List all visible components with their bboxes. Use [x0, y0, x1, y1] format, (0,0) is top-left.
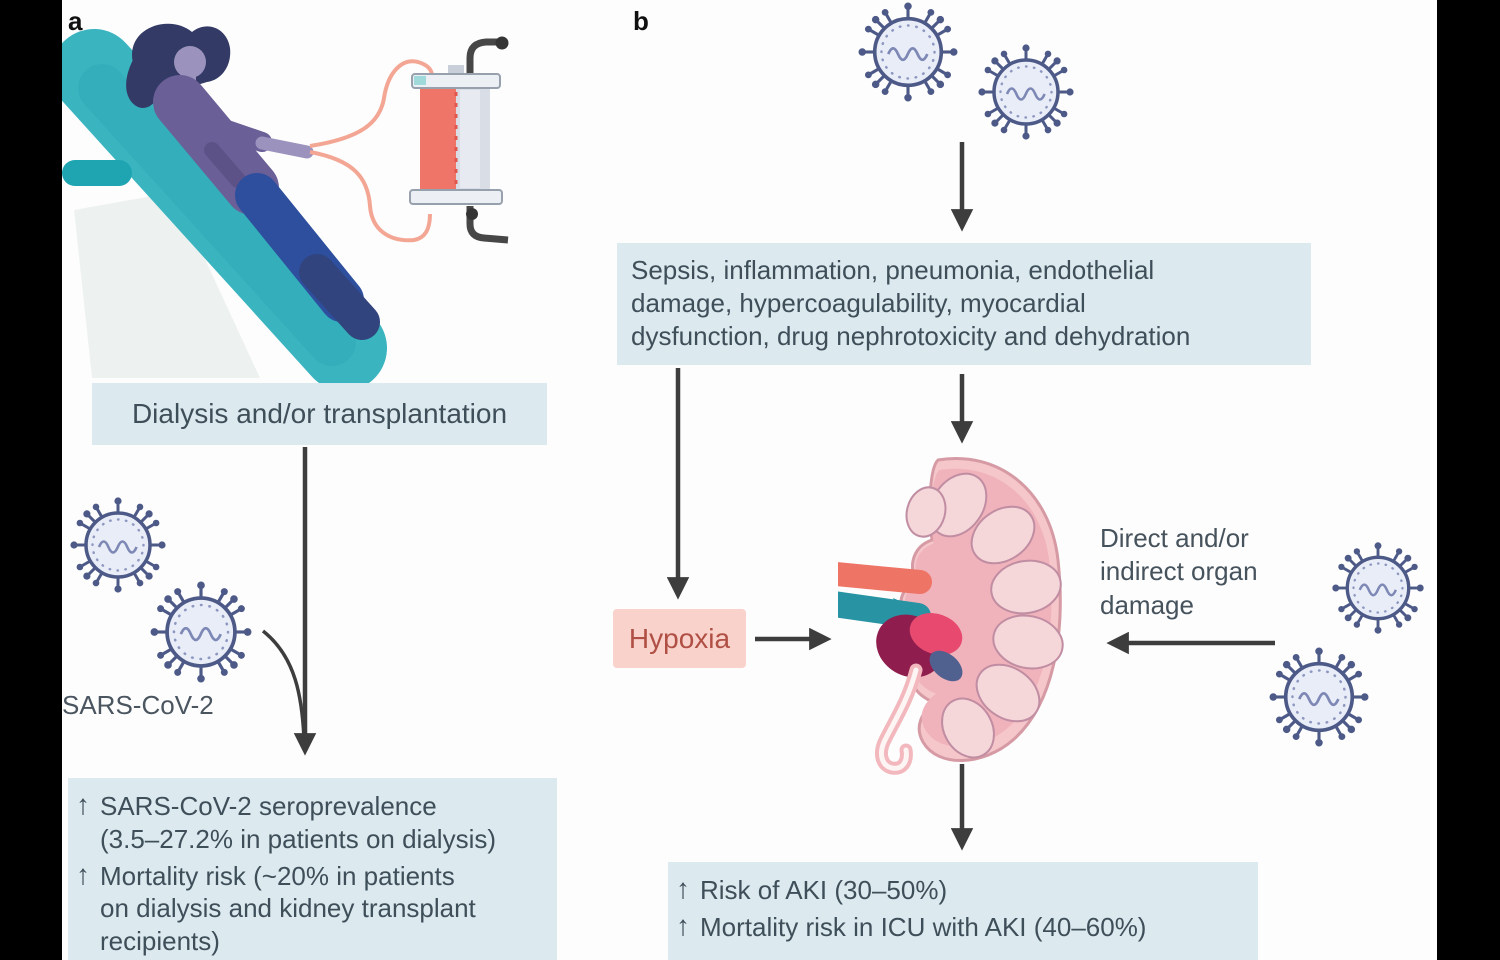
sars-cov-2-virus-icon — [1330, 540, 1426, 636]
up-arrow-icon: ↑ — [676, 873, 690, 904]
dialysis-tubing — [309, 59, 434, 243]
sars-cov-2-virus-icon — [1267, 645, 1371, 749]
systemic-causes-text: Sepsis, inflammation, pneumonia, endothe… — [631, 255, 1191, 351]
panel-a-label: a — [68, 6, 83, 36]
aki-outcomes-box: ↑ Risk of AKI (30–50%) ↑ Mortality risk … — [668, 862, 1258, 960]
sars-cov-2-virus-icon — [148, 579, 254, 685]
outcome-item: ↑ Mortality risk in ICU with AKI (40–60%… — [676, 909, 1248, 944]
up-arrow-icon: ↑ — [76, 858, 90, 890]
hypoxia-box: Hypoxia — [613, 609, 746, 668]
sars-cov-2-label: SARS-CoV-2 — [62, 690, 214, 720]
hypoxia-label: Hypoxia — [628, 622, 731, 654]
organ-damage-label: Direct and/or indirect organ damage — [1100, 523, 1258, 620]
dialysis-chair — [62, 29, 387, 390]
dialyzer-machine — [409, 36, 509, 244]
up-arrow-icon: ↑ — [676, 909, 690, 941]
panel-b-label: b — [633, 6, 649, 36]
dialysis-transplant-text: Dialysis and/or transplantation — [131, 398, 508, 429]
outcome-text: Mortality risk in ICU with AKI (40–60%) — [700, 911, 1147, 942]
outcome-text: Risk of AKI (30–50%) — [700, 875, 948, 905]
ureter — [875, 663, 923, 775]
outcome-text: SARS-CoV-2 seroprevalence (3.5–27.2% in … — [100, 791, 497, 854]
dialysis-outcomes-box: ↑ SARS-CoV-2 seroprevalence (3.5–27.2% i… — [68, 778, 557, 960]
kidney-illustration — [838, 457, 1064, 775]
patient-illustration — [126, 23, 380, 340]
systemic-causes-box: Sepsis, inflammation, pneumonia, endothe… — [617, 243, 1311, 365]
outcome-item: ↑ Risk of AKI (30–50%) — [676, 873, 1248, 907]
renal-vessels — [838, 562, 963, 682]
dialysis-transplant-box: Dialysis and/or transplantation — [92, 383, 547, 445]
outcome-item: ↑ Mortality risk (~20% in patients on di… — [76, 858, 547, 958]
up-arrow-icon: ↑ — [76, 789, 90, 820]
letterbox-right — [1437, 0, 1500, 960]
outcome-item: ↑ SARS-CoV-2 seroprevalence (3.5–27.2% i… — [76, 789, 547, 856]
letterbox-left — [0, 0, 62, 960]
dialysis-scene-illustration — [62, 23, 509, 390]
outcome-text: Mortality risk (~20% in patients on dial… — [100, 860, 476, 957]
sars-cov-2-virus-icon — [856, 0, 960, 104]
renal-lobes — [905, 472, 1064, 759]
sars-cov-2-virus-icon — [976, 42, 1076, 142]
